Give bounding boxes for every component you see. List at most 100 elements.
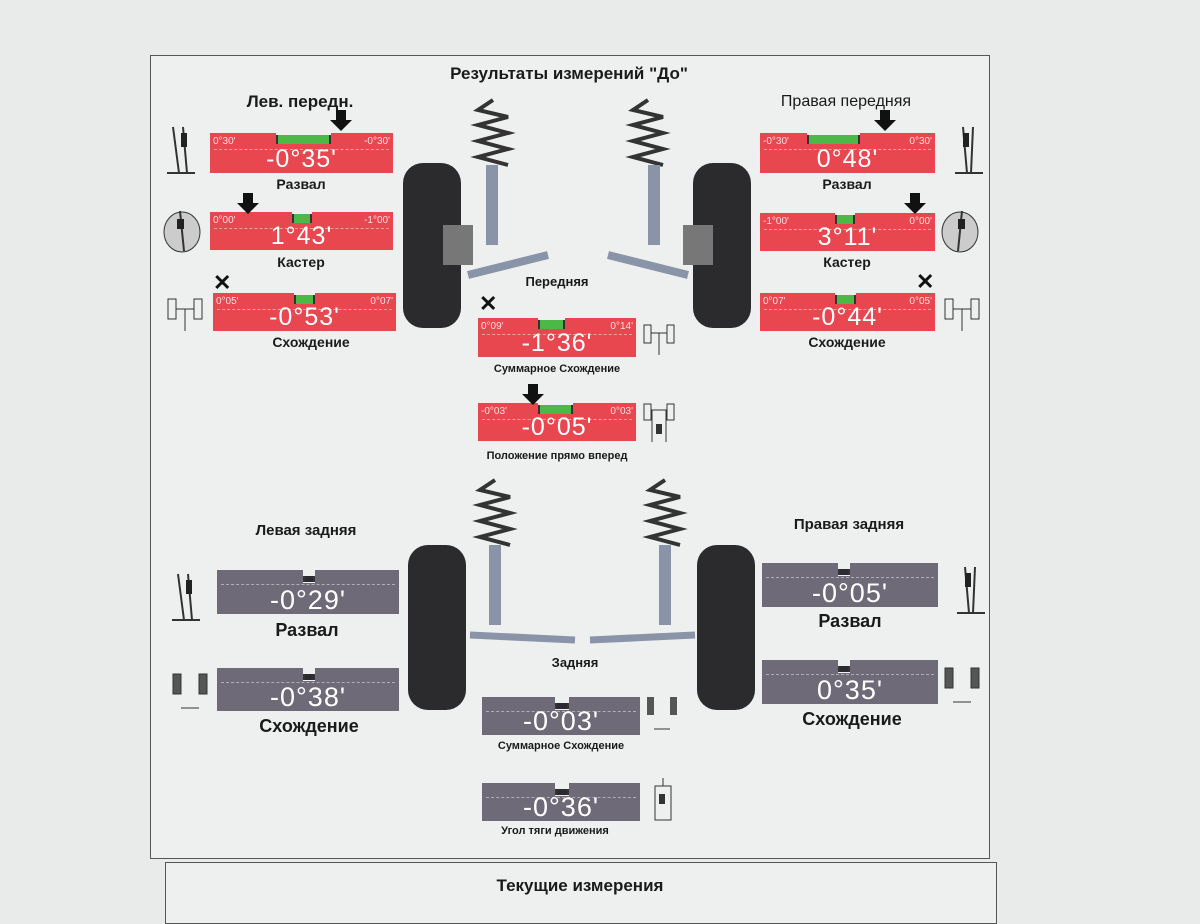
- front-left-title: Лев. передн.: [246, 92, 354, 111]
- gauge-center-line: [217, 309, 392, 310]
- tolerance-window: [554, 789, 569, 795]
- gauge-min-label: -0°03': [481, 406, 507, 417]
- gauge-bar-left: [210, 212, 293, 250]
- gauge-bar-left: [762, 660, 838, 704]
- gauge-bar-left: [482, 697, 555, 735]
- gauge-bar-middle: [302, 583, 316, 614]
- gauge-bar-middle: [807, 144, 860, 173]
- gauge-bar-right: [859, 133, 935, 173]
- current-measurements-title: Текущие измерения: [496, 876, 664, 895]
- gauge-bar-right: [850, 660, 938, 704]
- gauge-value: -0°53': [269, 303, 340, 331]
- total-toe-diagram-icon: [643, 324, 675, 355]
- gauge-max-label: 0°30': [909, 136, 932, 147]
- rear-left-toe-gauge: -0°38': [217, 668, 399, 711]
- gauge-bar-right: [330, 133, 393, 173]
- front-right-title: Правая передняя: [780, 93, 912, 110]
- gauge-bar-right: [568, 697, 640, 735]
- gauge-bar-middle: [554, 710, 569, 735]
- off-scale-x-icon: ✕: [213, 270, 232, 295]
- straight-ahead-gauge: -0°03' 0°03' -0°05': [478, 403, 636, 441]
- tolerance-window: [302, 576, 316, 582]
- gauge-max-label: 0°05': [909, 296, 932, 307]
- gauge-bar-middle: [837, 673, 850, 704]
- tolerance-window: [837, 569, 850, 575]
- gauge-bar-left: [760, 213, 836, 251]
- gauge-value: -0°35': [266, 145, 337, 173]
- tolerance-window: [538, 320, 565, 329]
- gauge-max-label: 0°00': [909, 216, 932, 227]
- gauge-center-line: [482, 334, 632, 335]
- gauge-bar-left: [760, 293, 836, 331]
- gauge-center-line: [214, 149, 389, 150]
- gauge-value: -0°38': [270, 682, 346, 712]
- gauge-min-label: 0°09': [481, 321, 504, 332]
- gauge-bar-right: [850, 563, 938, 607]
- gauge-bar-left: [213, 293, 294, 331]
- rear-total-toe-gauge: -0°03': [482, 697, 640, 735]
- gauge-max-label: -0°30': [364, 136, 390, 147]
- gauge-min-label: -1°00': [763, 216, 789, 227]
- gauge-bar-right: [315, 293, 396, 331]
- gauge-bar-middle: [293, 304, 316, 331]
- gauge-bar-left: [210, 133, 276, 173]
- front-axle-label: Передняя: [525, 274, 589, 289]
- toe-label: Схождение: [802, 709, 902, 729]
- gauge-bar-right: [315, 570, 399, 614]
- gauge-value: 0°48': [816, 145, 879, 173]
- rear-right-title: Правая задняя: [793, 516, 905, 533]
- thrust-angle-gauge: -0°36': [482, 783, 640, 821]
- front-suspension-illustration: [403, 98, 751, 328]
- gauge-max-label: 0°03': [610, 406, 633, 417]
- gauge-value: -0°36': [523, 792, 599, 822]
- thrust-angle-label: Угол тяги движения: [501, 825, 609, 837]
- gauge-bar-middle: [835, 224, 855, 251]
- front-right-caster-gauge: -1°00'0°00'3°11': [760, 213, 935, 251]
- gauge-min-label: 0°05': [216, 296, 239, 307]
- gauge-bar-right: [312, 212, 393, 250]
- tolerance-window: [293, 295, 316, 304]
- tolerance-window: [292, 214, 313, 223]
- camber-diagram-icon: [955, 126, 983, 174]
- camber-label: Развал: [276, 176, 326, 192]
- gauge-center-line: [764, 309, 931, 310]
- total-toe-diagram-icon: [647, 697, 677, 730]
- gauge-bar-middle: [554, 796, 569, 821]
- toe-label: Схождение: [259, 716, 359, 736]
- caster-label: Кастер: [277, 254, 325, 270]
- gauge-min-label: 0°07': [763, 296, 786, 307]
- gauge-center-line: [764, 149, 931, 150]
- gauge-max-label: 0°14': [610, 321, 633, 332]
- gauge-center-line: [482, 419, 632, 420]
- gauge-bar-middle: [538, 329, 565, 357]
- camber-diagram-icon: [172, 573, 200, 621]
- gauge-bar-right: [856, 293, 935, 331]
- toe-diagram-icon: [944, 298, 980, 331]
- gauge-value: 0°35': [816, 675, 883, 705]
- gauge-bar-middle: [302, 681, 316, 711]
- gauge-bar-middle: [538, 414, 573, 441]
- toe-diagram-icon: [944, 667, 980, 703]
- gauge-bar-middle: [837, 576, 850, 607]
- gauge-value: -0°29': [270, 585, 346, 615]
- thrust-angle-diagram-icon: [654, 778, 672, 821]
- front-left-camber-gauge: 0°30' -0°30' -0°35': [210, 133, 393, 173]
- gauge-max-label: 0°07': [370, 296, 393, 307]
- gauge-bar-right: [568, 783, 640, 821]
- gauge-min-label: 0°30': [213, 136, 236, 147]
- front-left-caster-gauge: 0°00'-1°00'1°43': [210, 212, 393, 250]
- tolerance-window: [835, 215, 855, 224]
- camber-label: Развал: [275, 620, 339, 640]
- tolerance-window: [837, 666, 850, 672]
- gauge-center-line: [221, 584, 395, 585]
- gauge-max-label: -1°00': [364, 215, 390, 226]
- rear-suspension-illustration: [408, 478, 755, 710]
- gauge-bar-right: [854, 213, 935, 251]
- rear-axle-label: Задняя: [551, 655, 599, 670]
- gauge-min-label: 0°00': [213, 215, 236, 226]
- gauge-value: -0°05': [521, 413, 593, 441]
- gauge-center-line: [766, 674, 934, 675]
- tolerance-window: [554, 703, 569, 709]
- tolerance-window: [538, 405, 573, 414]
- gauge-center-line: [486, 797, 636, 798]
